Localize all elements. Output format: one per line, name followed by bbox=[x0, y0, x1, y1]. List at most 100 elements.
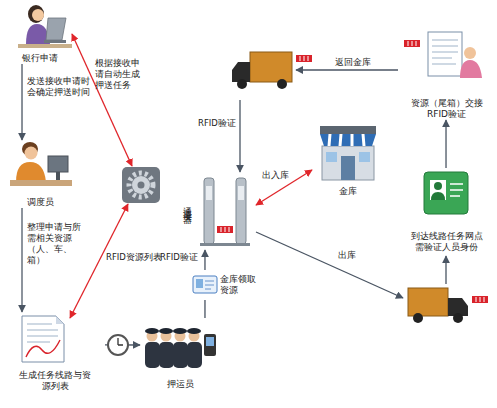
clerk-hair bbox=[28, 5, 44, 23]
resource-card-icon bbox=[193, 276, 217, 293]
handover-person-head bbox=[464, 47, 476, 59]
card-photo bbox=[196, 279, 203, 288]
awning-stripes bbox=[329, 134, 364, 146]
flow-arrow bbox=[204, 250, 205, 270]
task-document-icon bbox=[22, 316, 64, 362]
badge-person-head bbox=[434, 182, 442, 190]
flow-arrow bbox=[256, 170, 312, 205]
flow-node: 金库领取资源 bbox=[190, 270, 262, 300]
truck-box bbox=[250, 52, 292, 82]
monitor bbox=[48, 156, 68, 172]
id-badge-icon bbox=[424, 172, 468, 214]
bank-clerk-icon bbox=[18, 5, 72, 48]
tag-stripes bbox=[300, 56, 308, 61]
node-text: 金库 bbox=[339, 186, 357, 197]
flow-arrow bbox=[21, 64, 22, 140]
node-text: 资源（尾箱）交接 RFID验证 bbox=[407, 98, 487, 120]
escort-group-icon bbox=[145, 328, 216, 368]
tag-body bbox=[472, 296, 488, 303]
escort-cap bbox=[159, 328, 173, 334]
document-lines bbox=[27, 324, 58, 342]
escort-body bbox=[159, 342, 174, 368]
tag-body bbox=[217, 226, 233, 233]
reader-pillar bbox=[236, 178, 246, 244]
tag-stripes bbox=[221, 227, 229, 232]
reader-panel bbox=[206, 186, 212, 200]
handover-lines bbox=[432, 40, 458, 64]
badge-photo bbox=[430, 180, 446, 200]
tag-body bbox=[296, 55, 312, 62]
badge-lines bbox=[450, 184, 463, 196]
clock-face bbox=[108, 335, 128, 355]
node-text: 银行申请 bbox=[22, 53, 58, 64]
tag-stripes bbox=[408, 41, 416, 46]
truck-wheel bbox=[453, 313, 463, 323]
flow-arrow bbox=[204, 300, 205, 318]
system-gear-icon bbox=[122, 167, 160, 203]
reader-pillar bbox=[204, 178, 214, 244]
escort-cap bbox=[187, 328, 201, 334]
annotation-label: 出库 bbox=[338, 250, 378, 261]
flow-node: 资源（尾箱）交接 RFID验证 bbox=[398, 28, 495, 120]
building-wall bbox=[322, 146, 374, 180]
dispatcher-icon bbox=[10, 142, 72, 186]
gear-hub bbox=[138, 182, 145, 189]
escort-truck-icon bbox=[408, 288, 468, 323]
flow-node: 生成任务线路与资源列表 bbox=[5, 312, 105, 392]
truck-wheel bbox=[413, 313, 423, 323]
truck-box bbox=[408, 288, 448, 316]
rfid-tag bbox=[217, 226, 233, 233]
dispatcher-face bbox=[25, 147, 38, 160]
annotation-label: 根据接收申请自动生成押送任务 bbox=[95, 58, 143, 91]
rfid-reader-icon bbox=[200, 178, 250, 246]
annotation-label: RFID资源列表 bbox=[106, 252, 176, 263]
flow-node: 银行申请 bbox=[5, 2, 75, 64]
laptop-base bbox=[44, 40, 66, 43]
arrow-label: 出入库 bbox=[262, 170, 302, 181]
dispatcher-body bbox=[16, 162, 46, 182]
escort-body bbox=[187, 342, 202, 368]
rfid-tag bbox=[296, 55, 312, 62]
flow-arrow bbox=[256, 232, 403, 298]
clock-hands bbox=[118, 338, 123, 345]
card-lines bbox=[205, 281, 214, 289]
flow-arrow bbox=[445, 256, 446, 284]
system-arrow bbox=[72, 34, 132, 166]
reader-panel bbox=[238, 186, 244, 200]
reader-base bbox=[200, 243, 250, 246]
gear-teeth bbox=[129, 173, 153, 197]
handover-person-body bbox=[460, 60, 482, 78]
monitor-stand bbox=[56, 172, 60, 180]
handover-page bbox=[428, 32, 462, 76]
vault-door bbox=[341, 156, 355, 180]
gear-wheel bbox=[132, 176, 150, 194]
clock-icon bbox=[108, 335, 128, 355]
document-page bbox=[22, 316, 64, 362]
handheld-device bbox=[204, 334, 216, 356]
truck-wheel bbox=[237, 79, 247, 89]
node-text: 押运员 bbox=[167, 379, 194, 390]
escort-cap bbox=[173, 328, 187, 334]
badge-person-body bbox=[431, 192, 445, 200]
flow-node: 押运员 bbox=[140, 318, 220, 390]
arrow-label: RFID验证 bbox=[160, 252, 204, 263]
vault-building-icon bbox=[320, 126, 376, 180]
arrow-label: 发送接收申请时会确定押送时间 bbox=[27, 76, 91, 98]
escort-cap bbox=[145, 328, 159, 334]
tag-stripes bbox=[476, 297, 484, 302]
route-curve bbox=[26, 340, 60, 357]
flow-node: 金库 bbox=[312, 122, 384, 197]
annotation-label: 返回金库 bbox=[335, 57, 385, 68]
escort-body bbox=[173, 342, 188, 368]
desk bbox=[18, 44, 72, 48]
node-text: 调度员 bbox=[27, 197, 54, 208]
node-text: 生成任务线路与资源列表 bbox=[15, 370, 95, 392]
document-fold bbox=[56, 316, 64, 324]
laptop bbox=[46, 18, 66, 40]
device-screen bbox=[206, 337, 214, 346]
